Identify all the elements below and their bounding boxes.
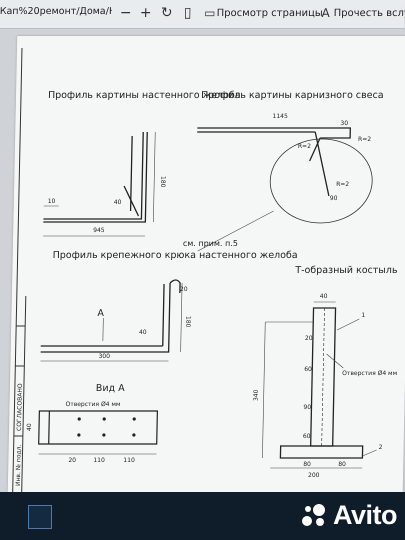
dim-1145: 1145 xyxy=(272,113,288,120)
browser-toolbar: Кап%20ремонт/Дома/Новые%20контракты/5%20… xyxy=(0,0,405,29)
dim-r2-right: R=2 xyxy=(336,181,349,188)
tee-hole-note: Отверстия Ø4 мм xyxy=(342,370,397,377)
dim-340: 340 xyxy=(253,389,260,401)
dim-40-view: 40 xyxy=(26,423,33,431)
avito-logo-icon xyxy=(302,504,325,526)
dim-10: 10 xyxy=(48,198,56,205)
callout-2: 2 xyxy=(379,444,383,451)
taskbar-app-icon[interactable] xyxy=(28,505,52,529)
tee-bracket xyxy=(279,307,364,459)
drawing-sheet: СОГЛАСОВАНО Инв. № подл. Профиль картины… xyxy=(12,48,398,492)
dim-60-tee-2: 60 xyxy=(303,433,311,440)
side-stamp-inv: Инв. № подл. xyxy=(15,445,23,486)
tee-title: Т-образный костыль xyxy=(294,265,398,276)
dim-300: 300 xyxy=(98,353,110,360)
section-a-label: А xyxy=(97,308,104,319)
hook-title: Профиль крепежного крюка настенного жело… xyxy=(53,250,298,261)
dim-40-tee: 40 xyxy=(320,293,328,300)
dim-90-tee: 90 xyxy=(303,404,311,411)
dim-180: 180 xyxy=(159,176,166,188)
eaves-profile xyxy=(197,127,351,197)
dim-40: 40 xyxy=(114,199,122,206)
dim-80-left: 80 xyxy=(303,461,311,468)
dim-110-view: 110 xyxy=(93,457,105,464)
callout-1: 1 xyxy=(361,312,365,319)
dim-110-view-2: 110 xyxy=(123,457,135,464)
view-a-holes xyxy=(77,417,136,437)
read-aloud-button[interactable]: Прочесть вслух xyxy=(333,8,405,19)
taskbar xyxy=(0,492,405,540)
reading-view-button[interactable]: Просмотр страницы xyxy=(216,8,323,19)
address-bar-url[interactable]: Кап%20ремонт/Дома/Новые%20контракты/5%20… xyxy=(0,6,112,17)
dim-180-hook: 180 xyxy=(184,316,191,328)
dim-945: 945 xyxy=(93,227,105,234)
wall-gutter-title: Профиль картины настенного желоба xyxy=(48,90,241,101)
wall-gutter-profile xyxy=(43,132,148,223)
avito-watermark: Avito xyxy=(299,498,398,532)
dim-20-hook: 20 xyxy=(180,286,188,293)
plus-zoom-icon[interactable]: + xyxy=(139,5,152,21)
detail-circle xyxy=(269,138,373,224)
see-note-label: см. прим. п.5 xyxy=(183,239,238,248)
view-a-plate xyxy=(38,410,159,445)
dim-r2-left: R=2 xyxy=(298,143,311,150)
dim-60-tee: 60 xyxy=(304,366,312,373)
view-a-hole-note: Отверстия Ø4 мм xyxy=(65,401,120,408)
dim-20-tee: 20 xyxy=(305,335,313,342)
dim-r2-top: R=2 xyxy=(358,136,371,143)
rotate-icon[interactable]: ↻ xyxy=(160,5,173,21)
dim-40-hook: 40 xyxy=(139,329,147,336)
fit-page-icon[interactable]: ▯ xyxy=(183,5,192,21)
hook-profile xyxy=(40,279,181,353)
side-stamp-approved: СОГЛАСОВАНО xyxy=(16,383,24,431)
avito-wordmark: Avito xyxy=(333,499,398,530)
dim-200: 200 xyxy=(308,472,320,479)
pdf-page: СОГЛАСОВАНО Инв. № подл. Профиль картины… xyxy=(7,36,405,492)
view-a-title: Вид А xyxy=(96,383,126,394)
minus-zoom-icon[interactable]: − xyxy=(119,5,132,21)
dim-20-view: 20 xyxy=(68,457,76,464)
dim-30: 30 xyxy=(340,120,348,127)
eaves-title: Профиль картины карнизного свеса xyxy=(201,90,384,101)
dim-90-eaves: 90 xyxy=(330,195,338,202)
dim-80-right: 80 xyxy=(338,461,346,468)
